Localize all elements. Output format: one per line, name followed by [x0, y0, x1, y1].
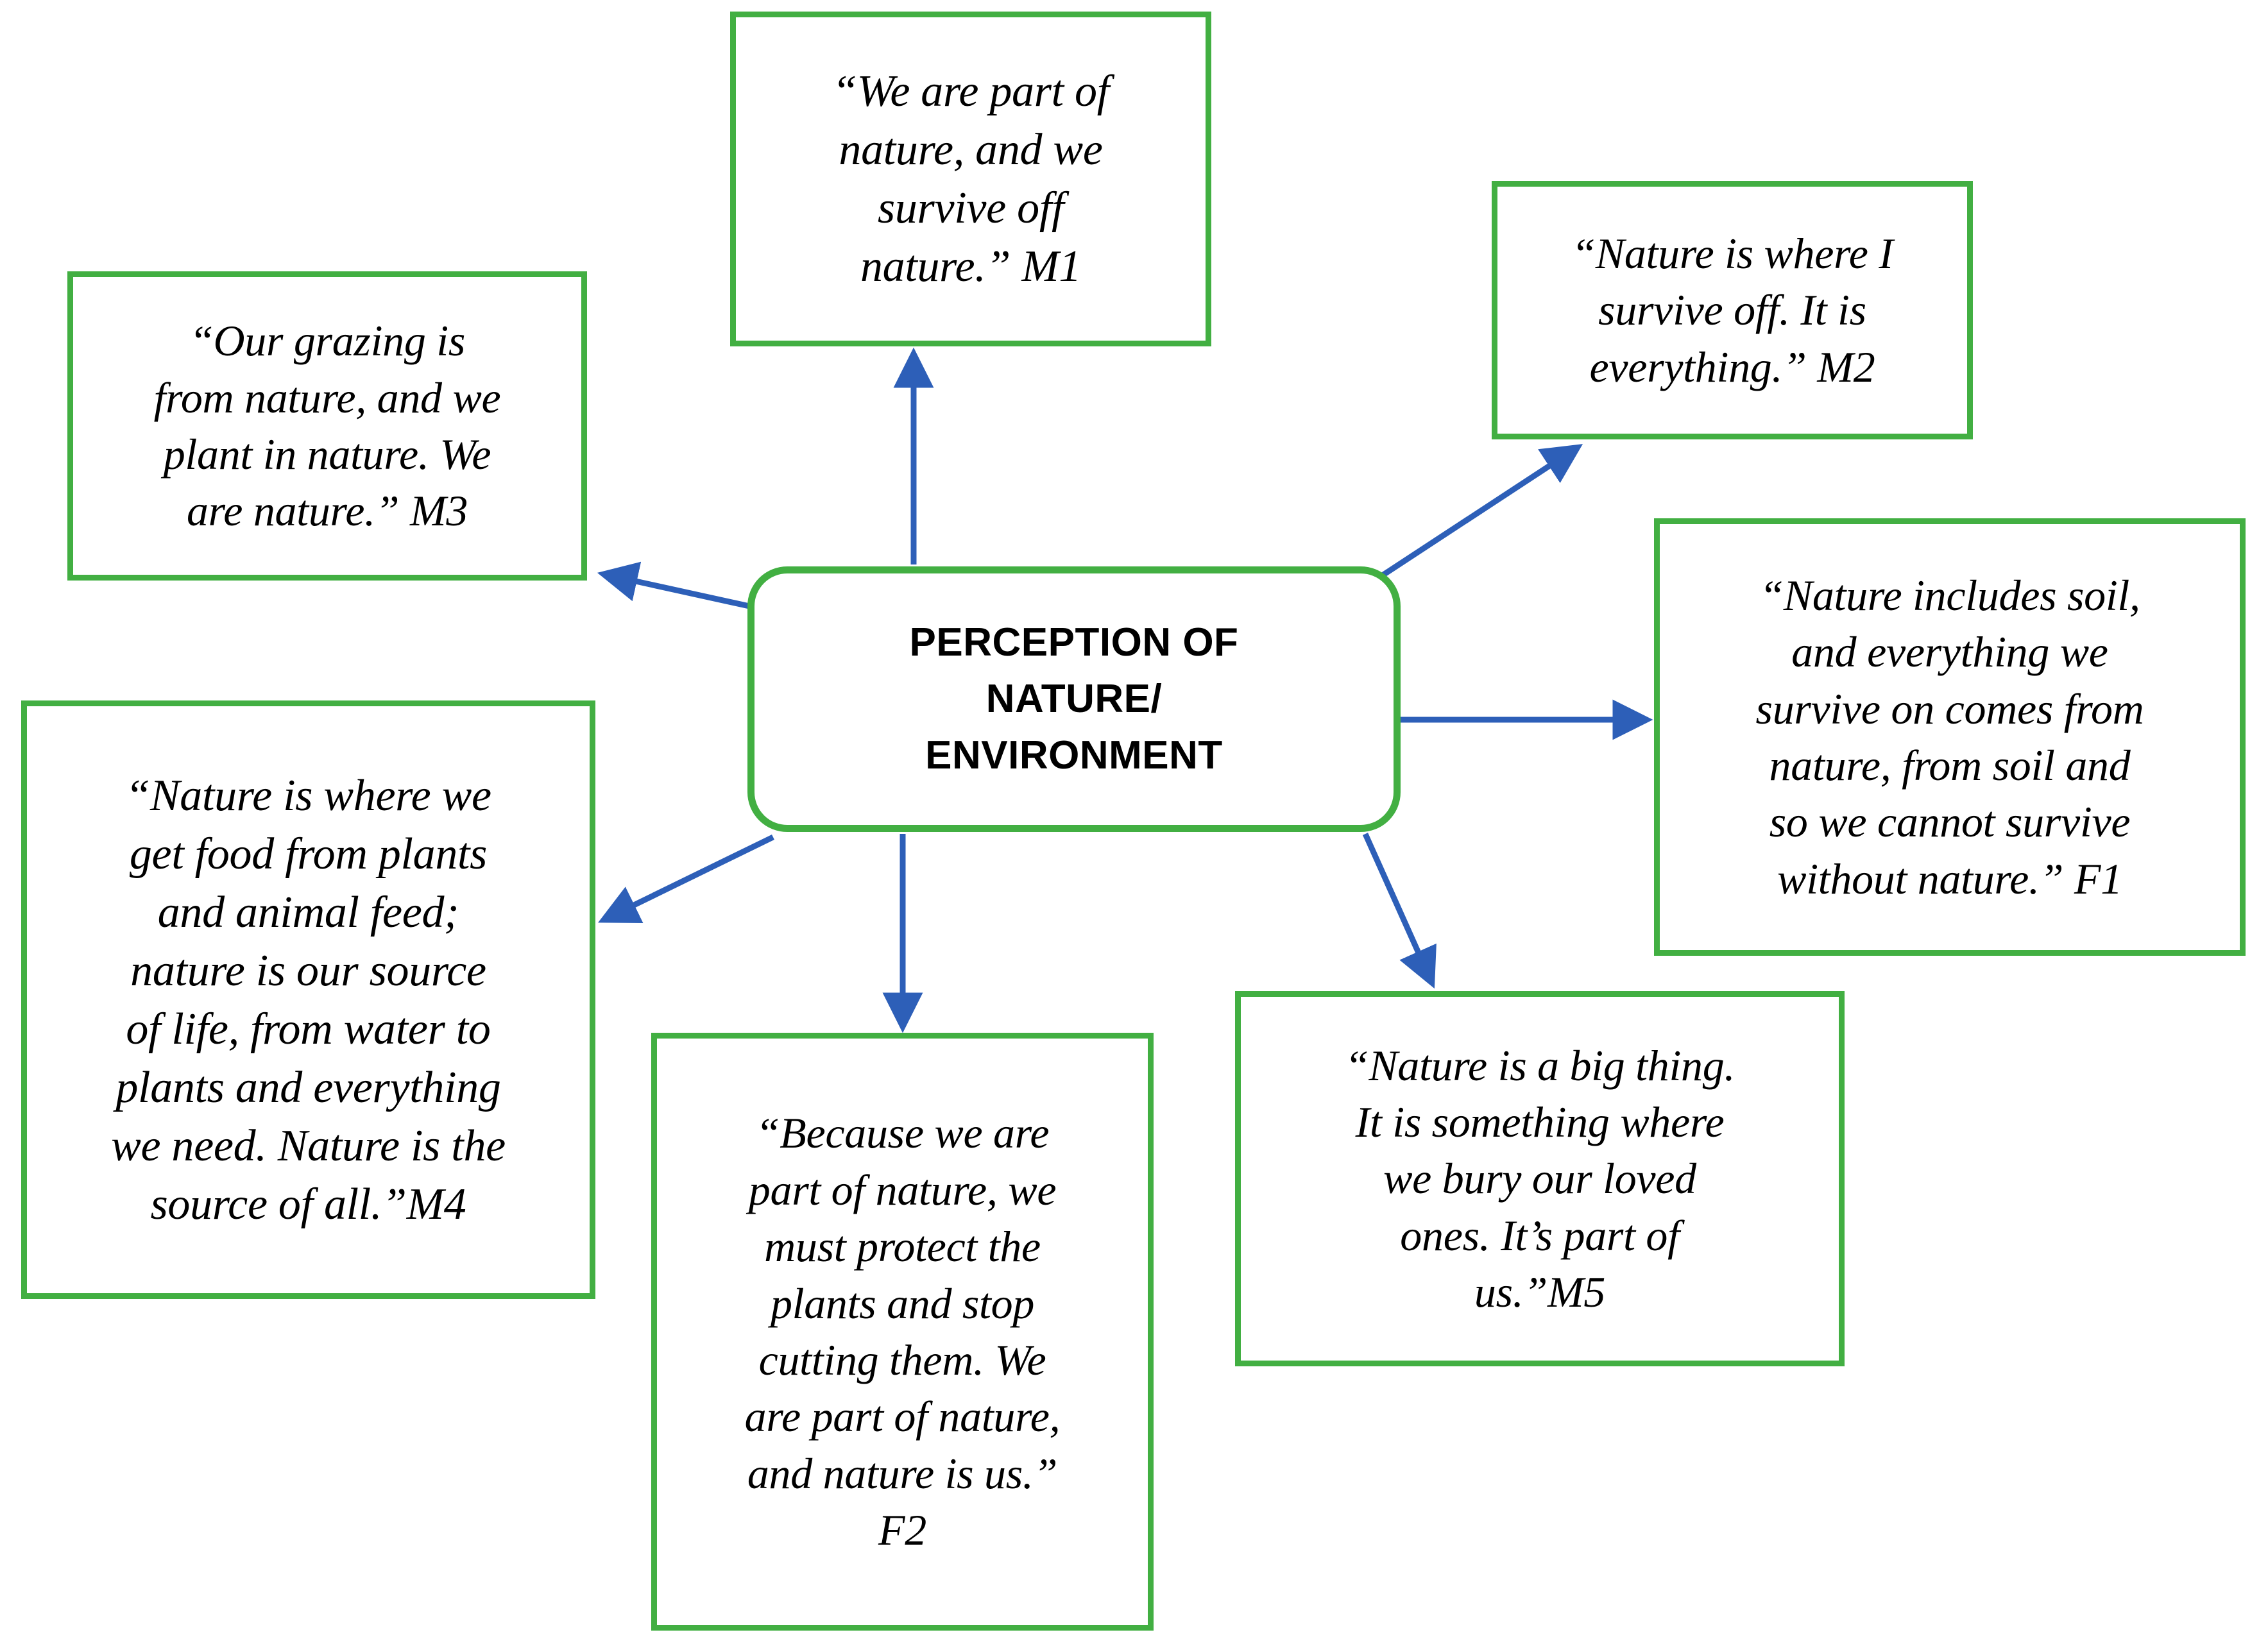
arrow-center-to-m5 — [1362, 833, 1437, 989]
quote-box-f1[interactable]: “Nature includes soil, and everything we… — [1654, 518, 2246, 956]
quote-text-m2: “Nature is where I survive off. It is ev… — [1571, 228, 1893, 391]
quote-box-m3[interactable]: “Our grazing is from nature, and we plan… — [67, 271, 587, 581]
arrow-center-to-m2 — [1377, 444, 1583, 580]
quote-box-m4[interactable]: “Nature is where we get food from plants… — [21, 700, 595, 1299]
arrow-center-to-m4 — [598, 834, 774, 923]
quote-text-f1: “Nature includes soil, and everything we… — [1755, 570, 2144, 903]
quote-text-m4: “Nature is where we get food from plants… — [111, 770, 506, 1229]
quote-box-m5[interactable]: “Nature is a big thing. It is something … — [1235, 991, 1845, 1366]
central-node[interactable]: PERCEPTION OF NATURE/ ENVIRONMENT — [747, 566, 1401, 832]
quote-box-m1[interactable]: “We are part of nature, and we survive o… — [730, 12, 1211, 346]
quote-text-f2: “Because we are part of nature, we must … — [744, 1108, 1061, 1555]
quote-text-m3: “Our grazing is from nature, and we plan… — [153, 316, 501, 536]
quote-box-m2[interactable]: “Nature is where I survive off. It is ev… — [1492, 181, 1973, 439]
quote-box-f2[interactable]: “Because we are part of nature, we must … — [651, 1033, 1154, 1631]
arrow-center-to-m3 — [597, 561, 750, 609]
quote-text-m5: “Nature is a big thing. It is something … — [1344, 1040, 1735, 1317]
central-node-label: PERCEPTION OF NATURE/ ENVIRONMENT — [909, 620, 1239, 778]
quote-text-m1: “We are part of nature, and we survive o… — [832, 67, 1109, 291]
